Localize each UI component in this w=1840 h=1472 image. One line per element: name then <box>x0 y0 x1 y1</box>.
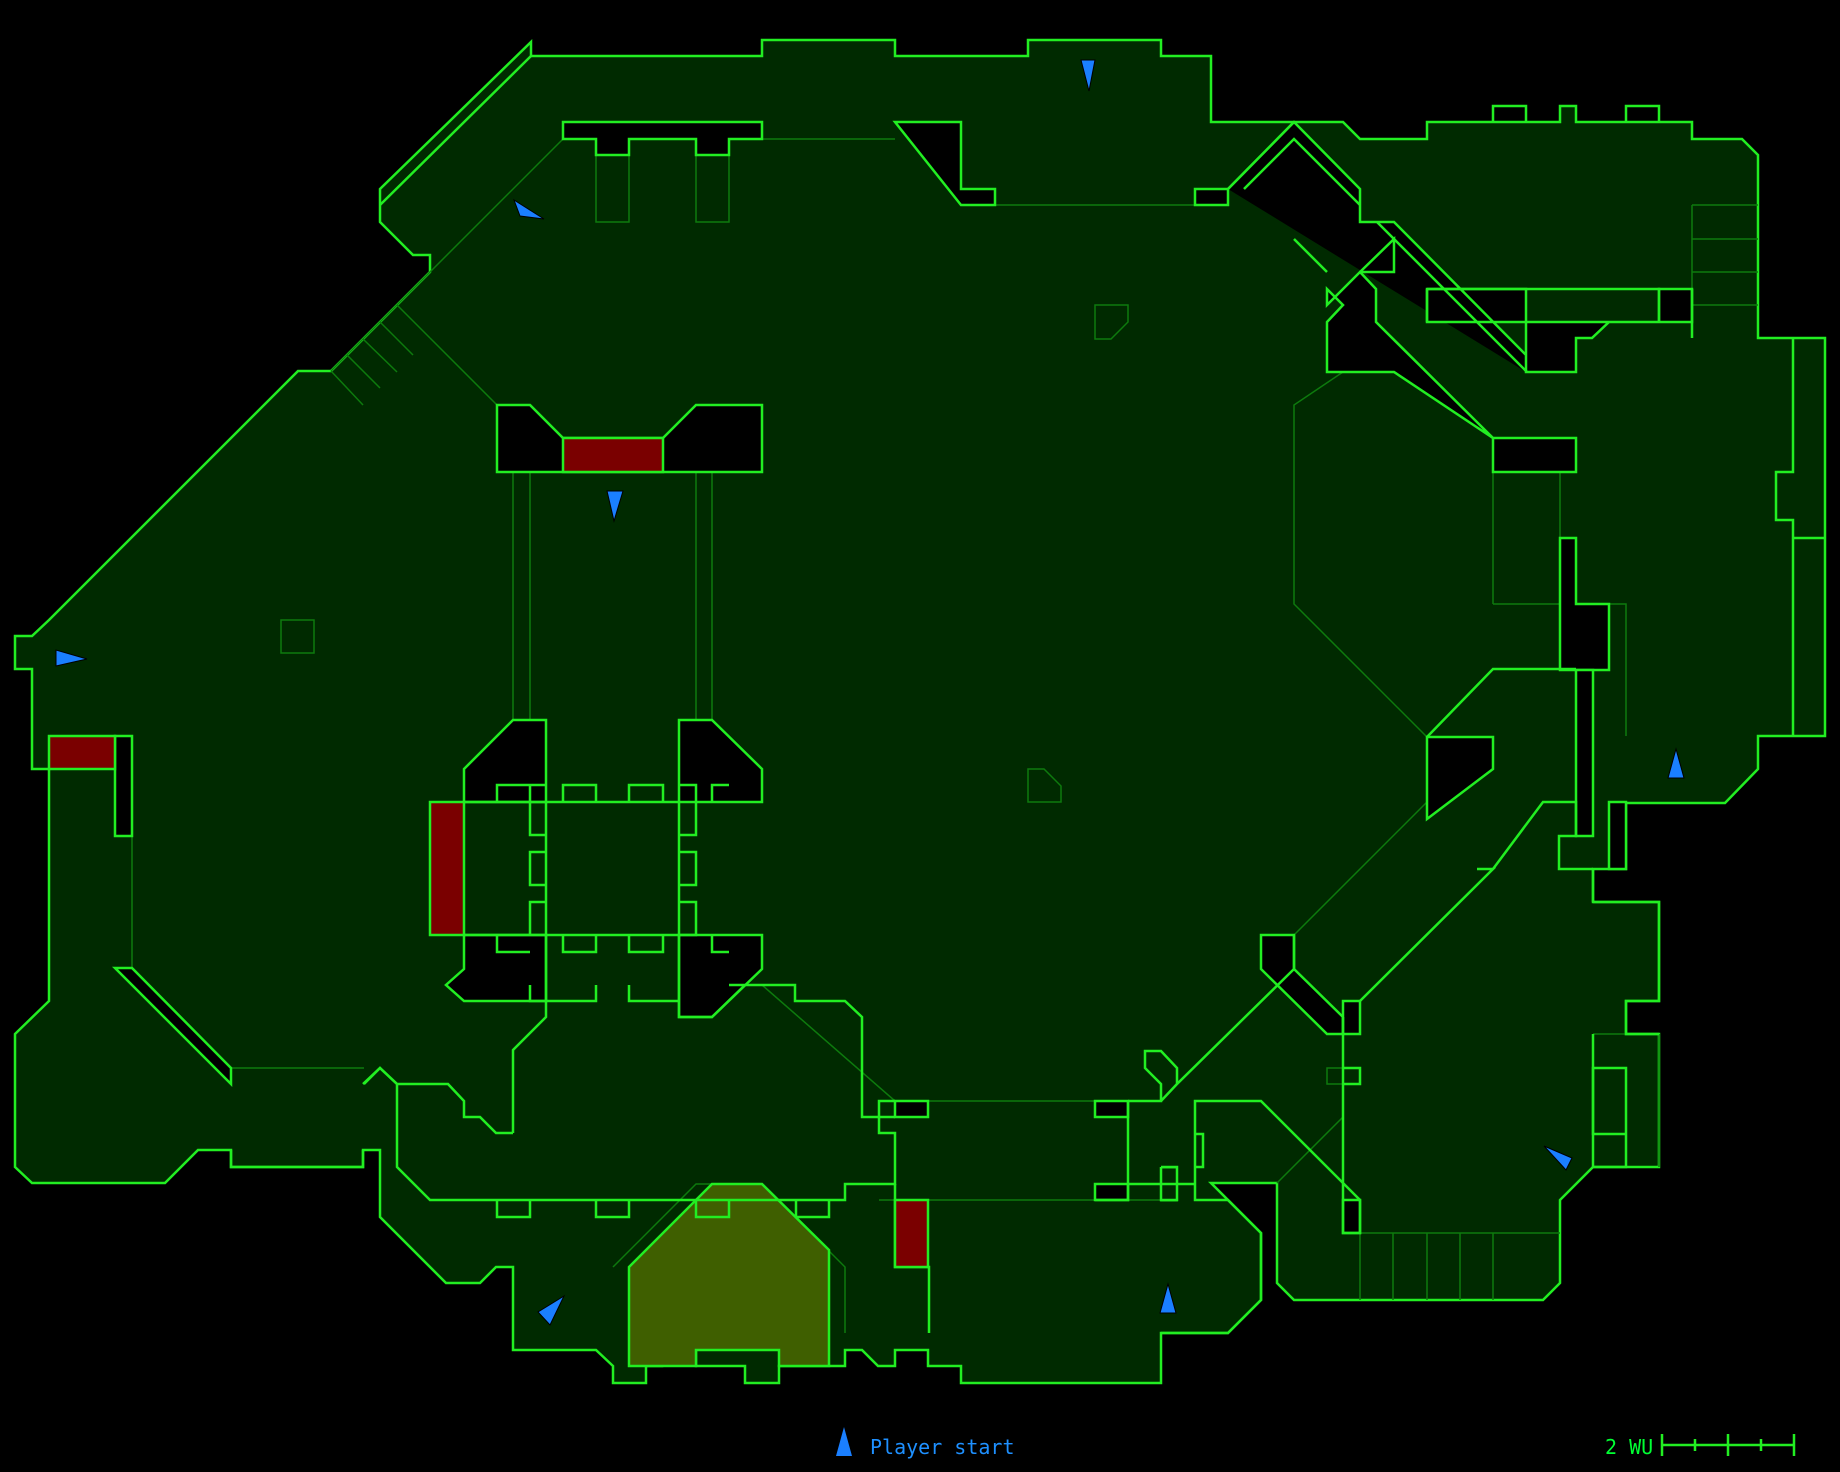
wall-east-wedge <box>1425 735 1495 822</box>
blue-triangle-icon <box>836 1427 852 1456</box>
wall-south-small-a <box>893 1099 930 1119</box>
hazard-zones <box>47 436 930 1269</box>
special-area-south <box>627 1182 831 1368</box>
detail-east-octagon <box>1293 371 1627 738</box>
wall-se-pillar-2 <box>1341 1198 1362 1235</box>
detail-box-west <box>280 619 315 654</box>
wall-east-steps <box>1591 1066 1628 1169</box>
player-start-icon <box>55 649 88 667</box>
detail-columns <box>512 472 713 720</box>
legend-player-start-label: Player start <box>870 1435 1015 1459</box>
scale-bar-label: 2 WU <box>1605 1435 1653 1459</box>
hazard-west <box>47 734 117 771</box>
scale-bar: 2 WU <box>1605 1434 1796 1459</box>
player-start-icon <box>1159 1282 1177 1314</box>
wall-south-small-c <box>1093 1182 1130 1202</box>
legend: Player start <box>836 1427 1015 1459</box>
wall-north-small <box>1193 187 1230 207</box>
wall-south-tabs <box>495 1200 831 1219</box>
player-start-icon <box>1543 1145 1573 1171</box>
wall-nw-diagonal <box>379 55 532 206</box>
player-start-icon <box>1667 747 1685 779</box>
detail-stairs-nw <box>330 304 431 406</box>
wall-south-east <box>1128 1099 1344 1335</box>
wall-north-tabs <box>1491 104 1661 122</box>
player-start-icon <box>513 198 545 220</box>
detail-ne-stairs <box>1691 204 1758 338</box>
wall-ne-diagonal <box>1227 121 1528 373</box>
hazard-north-center <box>561 436 665 474</box>
hazard-south <box>893 1198 930 1269</box>
wall-center-right-upper <box>677 718 764 804</box>
wall-east-strip <box>1574 668 1595 838</box>
player-start-icon <box>1080 59 1096 92</box>
wall-north-notch <box>561 120 764 157</box>
detail-shape-center <box>1027 768 1062 803</box>
scale-bar-line <box>1660 1434 1796 1456</box>
wall-sw-small <box>363 1066 398 1085</box>
special-areas <box>627 1182 831 1368</box>
wall-ne-inner <box>1325 270 1578 474</box>
player-starts <box>55 59 1685 1326</box>
wall-east-strip-2 <box>1607 800 1628 871</box>
detail-se-stairs <box>1276 1116 1560 1300</box>
detail-shape-north <box>1094 304 1129 340</box>
wall-se-pillar <box>1341 999 1362 1036</box>
wall-north-wedge <box>892 120 997 207</box>
detail-pillars-north <box>595 155 730 223</box>
wall-east-octagon <box>1293 236 1396 274</box>
player-start-icon <box>537 1294 566 1326</box>
wall-south-small-b <box>1093 1099 1130 1119</box>
hazard-center-left <box>428 800 466 937</box>
player-start-icon <box>606 490 624 523</box>
wall-center-grid <box>464 783 895 1133</box>
wall-ne-room <box>1425 289 1825 736</box>
wall-west-left-block <box>113 734 134 838</box>
wall-ne-bars <box>1427 287 1694 338</box>
wall-west-diagonal <box>111 966 233 1088</box>
